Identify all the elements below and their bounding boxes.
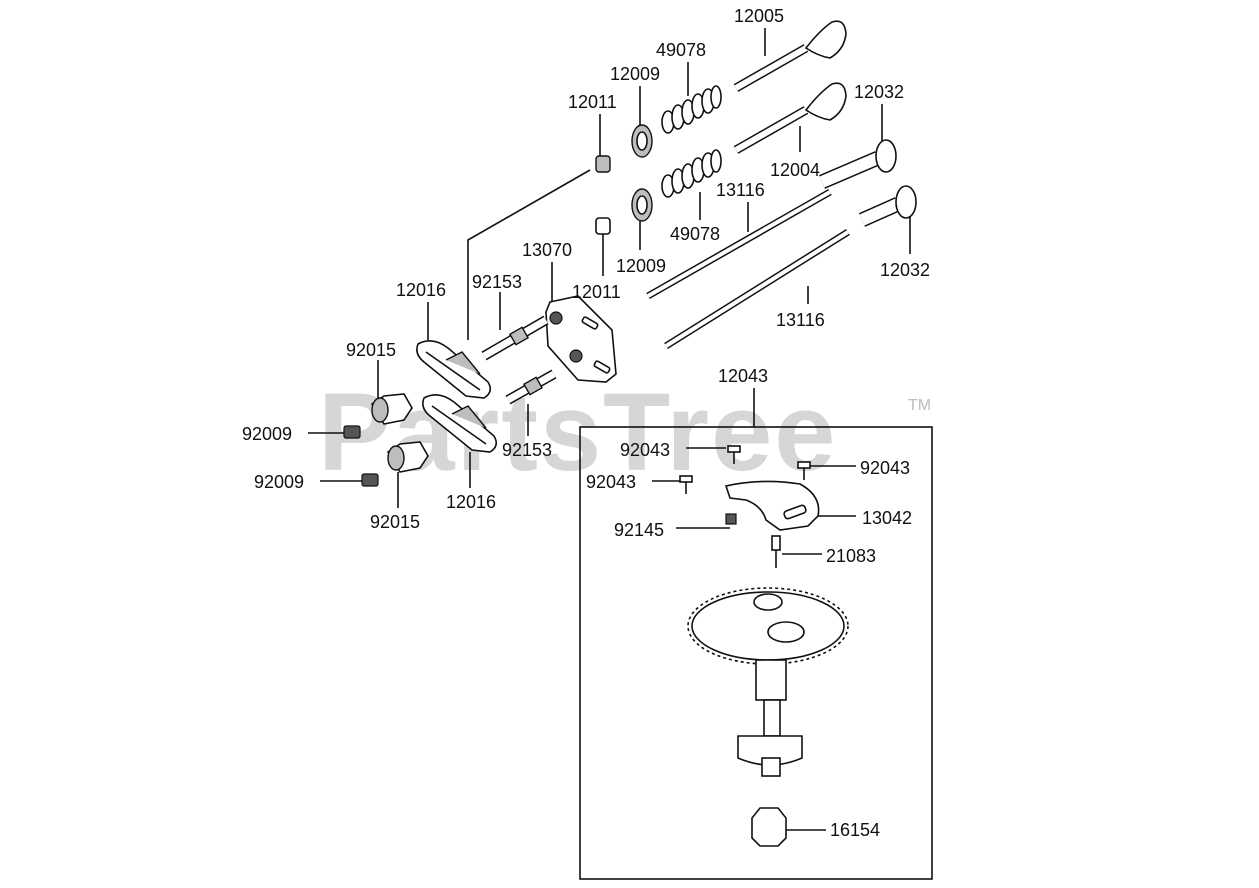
push-rod-upper[interactable] [646,188,832,300]
label-12016-upper: 12016 [396,280,446,300]
pin-21083[interactable] [771,535,781,568]
label-49078-upper: 49078 [656,40,706,60]
valve-spring-lower[interactable] [661,149,722,198]
label-13042: 13042 [862,508,912,528]
label-49078-lower: 49078 [670,224,720,244]
adjust-screw-upper[interactable] [343,425,361,439]
valve-spring-upper[interactable] [661,85,722,134]
label-13116-upper: 13116 [716,180,765,200]
rocker-bracket[interactable] [545,295,617,383]
label-12004: 12004 [770,160,820,180]
label-92043-left: 92043 [586,472,636,492]
camshaft-bushing[interactable] [751,807,787,847]
watermark-text: PartsTree [318,371,837,494]
label-92015-upper: 92015 [346,340,396,360]
label-12032-lower: 12032 [880,260,930,280]
label-92153-upper: 92153 [472,272,522,292]
label-12011-upper: 12011 [568,92,617,112]
tappet-lower[interactable] [858,185,917,227]
spring-retainer-lower[interactable] [631,188,653,222]
nut-upper[interactable] [370,393,413,425]
leader-lines-top [308,28,911,508]
label-12043: 12043 [718,366,768,386]
label-21083: 21083 [826,546,876,566]
rocker-arm-upper[interactable] [416,340,492,399]
push-rod-lower[interactable] [664,229,850,349]
label-12009-lower: 12009 [616,256,666,276]
valve-12005[interactable] [733,20,847,92]
label-92015-lower: 92015 [370,512,420,532]
nut-lower[interactable] [386,441,429,473]
spring-92145[interactable] [725,513,737,525]
rocker-arm-lower[interactable] [422,394,498,453]
label-92043-top: 92043 [620,440,670,460]
spring-retainer-upper[interactable] [631,124,653,158]
adjust-screw-lower[interactable] [361,473,379,487]
label-92145: 92145 [614,520,664,540]
valve-12004[interactable] [733,82,847,154]
tappet-upper[interactable] [819,139,897,189]
label-92009-lower: 92009 [254,472,304,492]
bolts-92043[interactable] [679,445,811,494]
label-13116-lower: 13116 [776,310,825,330]
label-12009-upper: 12009 [610,64,660,84]
label-92153-lower: 92153 [502,440,552,460]
camshaft-group-box [579,426,933,880]
stud-lower[interactable] [505,369,557,405]
label-12016-lower: 12016 [446,492,496,512]
label-12011-lower: 12011 [572,282,621,302]
label-16154: 16154 [830,820,880,840]
collet-upper[interactable] [595,155,611,173]
label-92043-right: 92043 [860,458,910,478]
label-92009-upper: 92009 [242,424,292,444]
label-13070: 13070 [522,240,572,260]
collet-lower[interactable] [595,217,611,235]
stud-upper[interactable] [481,315,549,361]
leader-lines-camshaft [652,388,856,831]
label-12005: 12005 [734,6,784,26]
camshaft-body[interactable] [737,659,803,777]
camshaft-gear[interactable] [687,587,849,665]
watermark-trademark: TM [908,397,931,414]
compression-release-plate[interactable] [724,480,820,531]
label-12032-upper: 12032 [854,82,904,102]
